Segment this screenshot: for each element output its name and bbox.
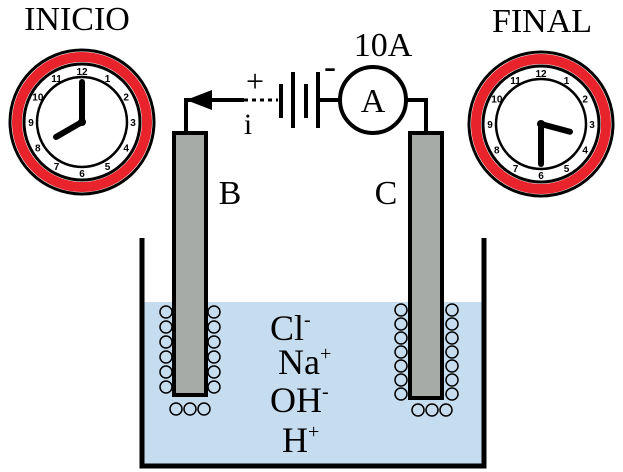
clock-numeral: 8 [35, 144, 41, 155]
bubble [445, 303, 459, 317]
ion-sodium: Na+ [278, 342, 331, 382]
bubble [445, 317, 459, 331]
bubble [394, 345, 408, 359]
electrode-b [172, 131, 208, 397]
bubble [207, 335, 221, 349]
bubble [445, 359, 459, 373]
bubble [394, 303, 408, 317]
clock-numeral: 4 [582, 146, 588, 157]
bubble [207, 350, 221, 364]
bubble [445, 331, 459, 345]
clock-numeral: 9 [28, 118, 34, 129]
bubble [207, 365, 221, 379]
ion-hydroxide: OH- [270, 380, 329, 420]
clock-ring [12, 52, 152, 192]
bubble [159, 365, 173, 379]
ion-chloride: Cl- [270, 308, 311, 348]
clock-hour-hand [53, 119, 85, 140]
container [139, 238, 487, 469]
end-clock-label: FINAL [492, 3, 592, 40]
clock-hour-hand [538, 121, 573, 135]
start-clock-label: INICIO [24, 1, 130, 38]
clock-numeral: 12 [535, 69, 547, 80]
clock-numeral: 8 [494, 146, 500, 157]
clock-numeral: 9 [487, 120, 493, 131]
clock-center [78, 118, 86, 126]
ammeter-label: A [361, 83, 386, 120]
clock-numeral: 7 [513, 164, 519, 175]
clock-numeral: 5 [105, 162, 111, 173]
bubble [394, 373, 408, 387]
clock-numeral: 7 [54, 162, 60, 173]
bubble [183, 402, 197, 416]
bubble [207, 380, 221, 394]
bubble [394, 331, 408, 345]
ion-list: Cl- Na+ OH- H+ [270, 308, 331, 460]
clock-inner-ring [494, 77, 588, 171]
bubble [394, 317, 408, 331]
clock-numeral: 1 [564, 76, 570, 87]
clock-numeral: 3 [130, 118, 136, 129]
clock-numeral: 11 [51, 74, 62, 85]
ammeter [338, 65, 408, 135]
clock-numeral: 6 [538, 171, 544, 182]
current-value: 10A [354, 27, 413, 64]
clock-numeral: 10 [491, 95, 503, 106]
battery [279, 72, 320, 128]
clock-numeral: 11 [510, 76, 521, 87]
clock-numeral: 12 [76, 67, 88, 78]
clock-ring [471, 54, 611, 194]
bubble [159, 350, 173, 364]
clock-numeral: 2 [582, 95, 588, 106]
gas-bubbles [159, 303, 459, 417]
clock-numeral: 1 [105, 74, 111, 85]
clock-numeral: 6 [79, 169, 85, 180]
bubble [197, 402, 211, 416]
bubble [445, 387, 459, 401]
bubble [439, 403, 453, 417]
battery-positive-sign: + [246, 63, 264, 99]
bubble [445, 373, 459, 387]
current-arrow [186, 90, 212, 110]
electrode-c [408, 131, 444, 400]
electrode-c-label: C [375, 175, 398, 212]
bubble [394, 387, 408, 401]
clock-center [537, 120, 545, 128]
current-symbol: i [244, 108, 252, 141]
battery-negative-sign: - [324, 46, 336, 86]
bubble [159, 305, 173, 319]
bubble [411, 403, 425, 417]
bubble [394, 359, 408, 373]
clock-numeral: 2 [123, 93, 129, 104]
bubble [445, 345, 459, 359]
bubble [159, 320, 173, 334]
bubble [159, 380, 173, 394]
clock-numeral: 3 [589, 120, 595, 131]
ion-hydrogen: H+ [282, 420, 319, 460]
bubble [425, 403, 439, 417]
clock-numeral: 5 [564, 164, 570, 175]
bubble [207, 320, 221, 334]
electrode-b-label: B [219, 175, 242, 212]
bubble [207, 305, 221, 319]
clock-numeral: 4 [123, 144, 129, 155]
clock-numeral: 10 [32, 93, 44, 104]
bubble [159, 335, 173, 349]
clock-inner-ring [35, 75, 129, 169]
bubble [169, 402, 183, 416]
